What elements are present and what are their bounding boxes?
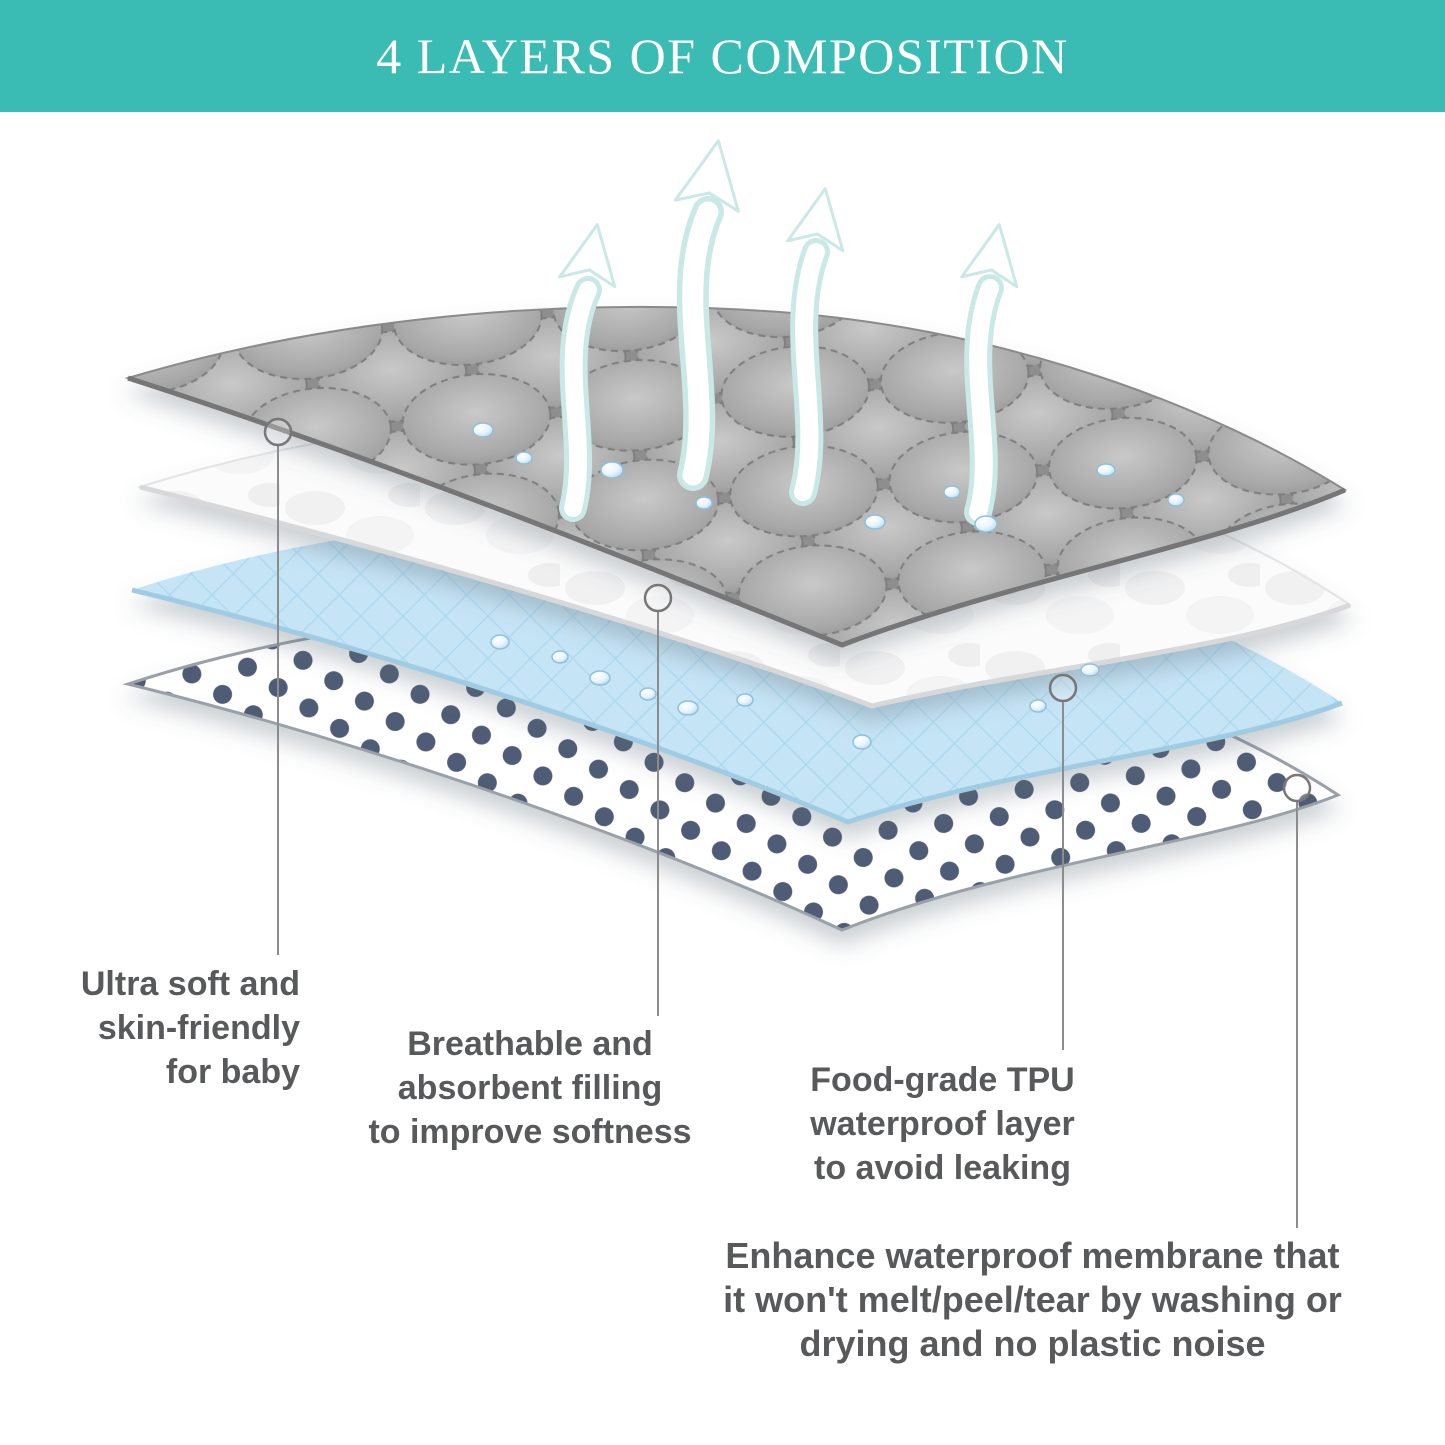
callout-marker-icon <box>1282 773 1312 803</box>
up-arrow-icon <box>673 139 740 491</box>
water-droplet-icon <box>736 693 754 707</box>
callout-lines <box>277 445 1298 1228</box>
callout-line-text: Enhance waterproof membrane that <box>725 1235 1340 1276</box>
callout-line-text: to improve softness <box>368 1113 692 1151</box>
callout-label-filling-layer: Breathable and absorbent filling to impr… <box>330 1022 730 1154</box>
callout-marker-icon <box>263 417 293 447</box>
water-droplet-icon <box>639 687 657 701</box>
water-droplet-icon <box>695 496 713 510</box>
up-arrow-icon <box>558 223 617 522</box>
water-droplet-icon <box>490 634 510 650</box>
water-droplet-icon <box>1080 663 1100 677</box>
water-droplet-icon <box>677 700 699 716</box>
water-droplet-icon <box>515 451 533 465</box>
water-droplet-icon <box>589 670 611 686</box>
water-droplet-icon <box>943 485 961 499</box>
water-droplet-icon <box>974 515 998 533</box>
layer-quilted-top <box>124 305 1348 648</box>
callout-marker-icon <box>1048 673 1078 703</box>
page-title: 4 LAYERS OF COMPOSITION <box>376 28 1069 84</box>
callout-line-text: waterproof layer <box>810 1105 1075 1143</box>
callout-line-text: Food-grade TPU <box>810 1061 1075 1099</box>
callout-line-text: Breathable and <box>407 1025 653 1063</box>
callout-label-membrane-layer: Enhance waterproof membrane that it won'… <box>645 1234 1420 1366</box>
callout-label-tpu-layer: Food-grade TPU waterproof layer to avoid… <box>755 1058 1130 1190</box>
up-arrow-icon <box>960 223 1019 526</box>
water-droplet-icon <box>1096 463 1116 477</box>
callout-label-soft-layer: Ultra soft and skin-friendly for baby <box>20 962 300 1094</box>
callout-line-text: to avoid leaking <box>814 1149 1071 1187</box>
water-droplet-icon <box>472 422 494 438</box>
callout-line-text: it won't melt/peel/tear by washing or <box>723 1279 1342 1320</box>
quilted-layer-edge <box>127 375 1346 648</box>
water-droplets <box>472 422 1185 750</box>
title-banner: 4 LAYERS OF COMPOSITION <box>0 0 1445 112</box>
water-droplet-icon <box>1029 699 1047 713</box>
callout-markers <box>263 417 1312 803</box>
water-droplet-icon <box>600 461 624 479</box>
water-droplet-icon <box>551 650 569 664</box>
callout-line-text: drying and no plastic noise <box>799 1323 1266 1364</box>
callout-line-text: absorbent filling <box>397 1069 663 1107</box>
callout-line-text: skin-friendly <box>97 1009 300 1047</box>
up-arrow-icon <box>786 187 845 506</box>
water-droplet-icon <box>1167 493 1185 507</box>
water-droplet-icon <box>864 514 886 530</box>
tpu-layer-edge <box>131 587 1343 825</box>
callout-marker-icon <box>643 583 673 613</box>
breathability-arrows <box>558 139 1019 526</box>
callout-line-text: for baby <box>165 1053 300 1091</box>
water-droplet-icon <box>852 734 872 750</box>
callout-line-text: Ultra soft and <box>80 965 300 1003</box>
filling-layer-edge <box>139 484 1351 709</box>
